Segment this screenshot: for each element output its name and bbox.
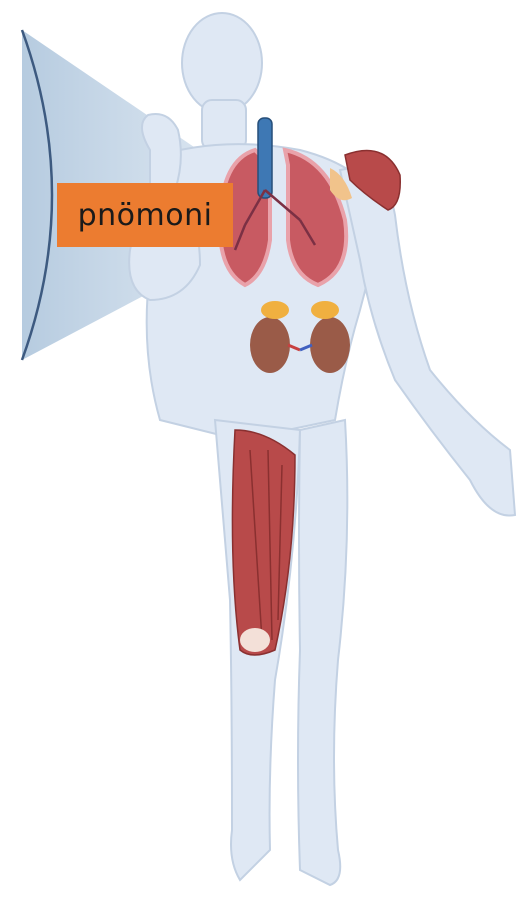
- thigh-muscle-icon: [232, 430, 295, 655]
- condition-label-box: pnömoni: [57, 183, 233, 247]
- condition-label: pnömoni: [78, 198, 213, 233]
